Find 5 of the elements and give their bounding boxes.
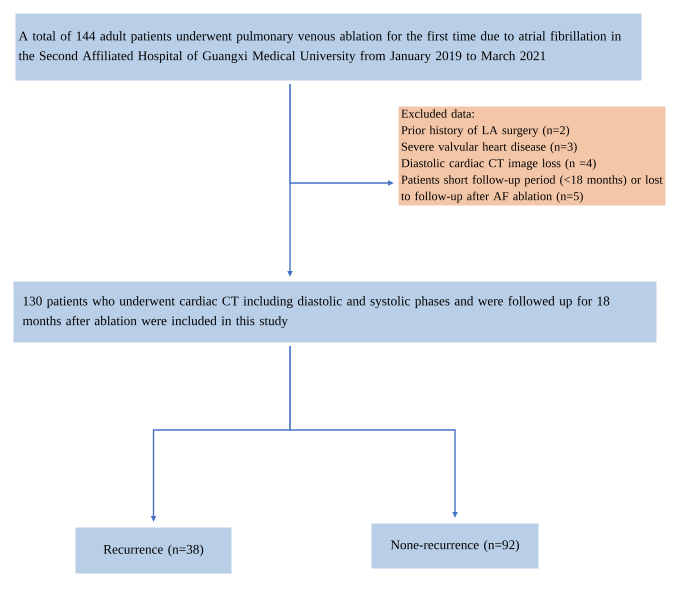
process-box: 130 patients who underwent cardiac CT including diastolic and systolic phases and were followed up for 18 months after ablation were included in this study — [10, 278, 660, 346]
process-box: Recurrence (n=38) — [72, 524, 234, 576]
process-box: Excluded data: Prior history of LA surgery (n=2) Severe valvular heart disease (n=3) Diastolic cardiac CT image loss (n =4) Patients short follow-up period (<18 months) or lost to follow-up after AF ablation (n=5) — [396, 104, 668, 208]
process-box: A total of 144 adult patients underwent pulmonary venous ablation for the first time due to atrial fibrillation in the Second Affiliated Hospital of Guangxi Medical University from January 2019 to March 2021 — [12, 10, 644, 84]
process-box: None-recurrence (n=92) — [368, 520, 542, 572]
